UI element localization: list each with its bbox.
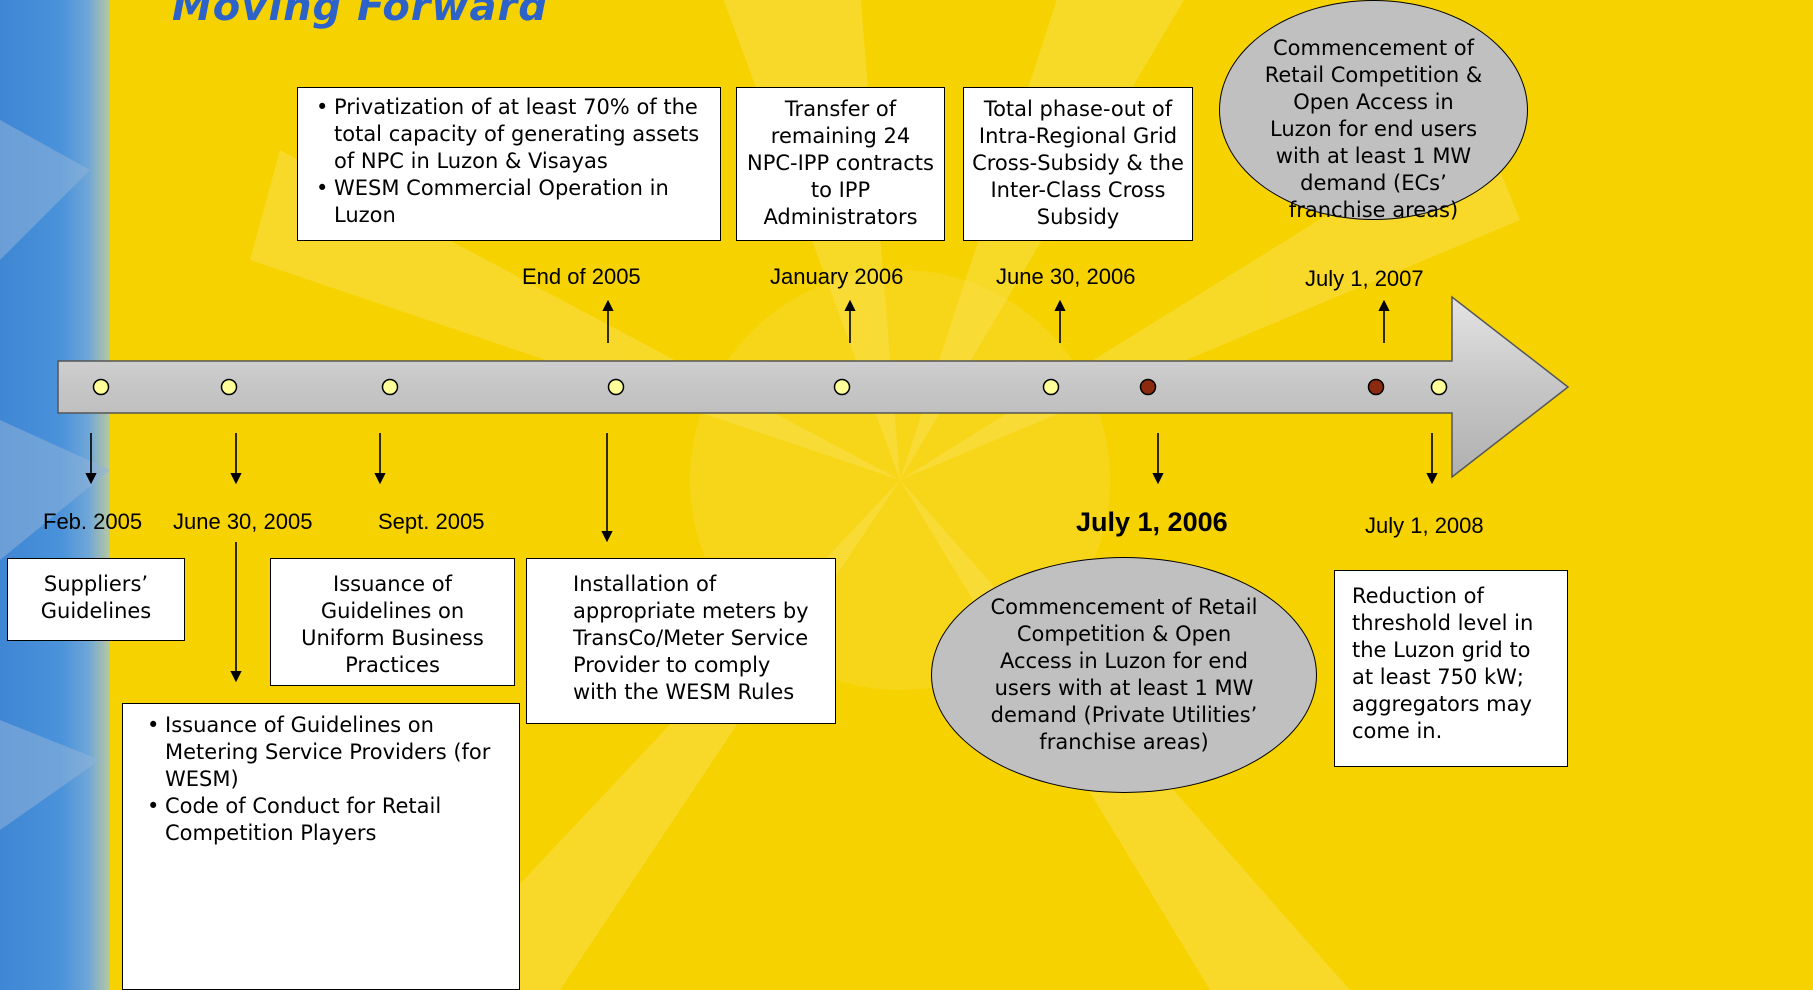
suppliers-text: Suppliers’ Guidelines [40,572,152,623]
date-july-1-2006: July 1, 2006 [1076,507,1228,537]
dot-july-2008 [1430,378,1448,396]
privatization-bullet-2: WESM Commercial Operation in Luzon [316,175,710,229]
dot-feb-2005 [92,378,110,396]
timeline-bar [57,295,1570,479]
privatization-bullet-1: Privatization of at least 70% of the tot… [316,94,710,175]
threshold-box: Reduction of threshold level in the Luzo… [1334,570,1568,767]
date-july-1-2008: July 1, 2008 [1365,513,1484,538]
page-title: Moving Forward [172,0,548,30]
dot-sept-2005 [381,378,399,396]
dot-july-2007 [1367,378,1385,396]
commencement-pu-text: Commencement of Retail Competition & Ope… [990,595,1258,754]
phase-out-text: Total phase-out of Intra-Regional Grid C… [972,97,1184,229]
metering-bullet-2: Code of Conduct for Retail Competition P… [147,793,511,847]
metering-guidelines-box: Issuance of Guidelines on Metering Servi… [122,703,520,990]
privatization-box: Privatization of at least 70% of the tot… [297,87,721,241]
date-feb-2005: Feb. 2005 [43,509,143,534]
dot-june-2006 [1042,378,1060,396]
dot-june-2005 [220,378,238,396]
meters-box: Installation of appropriate meters by Tr… [526,558,836,724]
transfer-box: Transfer of remaining 24 NPC-IPP contrac… [736,87,945,241]
commencement-ecs-text: Commencement of Retail Competition & Ope… [1264,36,1483,222]
dot-july-2006 [1139,378,1157,396]
suppliers-box: Suppliers’ Guidelines [7,558,185,641]
business-practices-text: Issuance of Guidelines on Uniform Busine… [301,572,484,677]
date-end-2005: End of 2005 [522,264,641,289]
transfer-text: Transfer of remaining 24 NPC-IPP contrac… [747,97,934,229]
metering-bullet-1: Issuance of Guidelines on Metering Servi… [147,712,511,793]
commencement-ecs-oval: Commencement of Retail Competition & Ope… [1219,0,1528,222]
date-june-30-2005: June 30, 2005 [173,509,313,534]
date-june-30-2006: June 30, 2006 [996,264,1136,289]
date-july-1-2007: July 1, 2007 [1305,266,1424,291]
commencement-pu-oval: Commencement of Retail Competition & Ope… [931,557,1317,793]
dot-jan-2006 [833,378,851,396]
business-practices-box: Issuance of Guidelines on Uniform Busine… [270,558,515,686]
date-january-2006: January 2006 [770,264,904,289]
phase-out-box: Total phase-out of Intra-Regional Grid C… [963,87,1193,241]
threshold-text: Reduction of threshold level in the Luzo… [1352,584,1534,743]
date-sept-2005: Sept. 2005 [378,509,485,534]
meters-text: Installation of appropriate meters by Tr… [573,572,809,704]
dot-end-2005 [607,378,625,396]
